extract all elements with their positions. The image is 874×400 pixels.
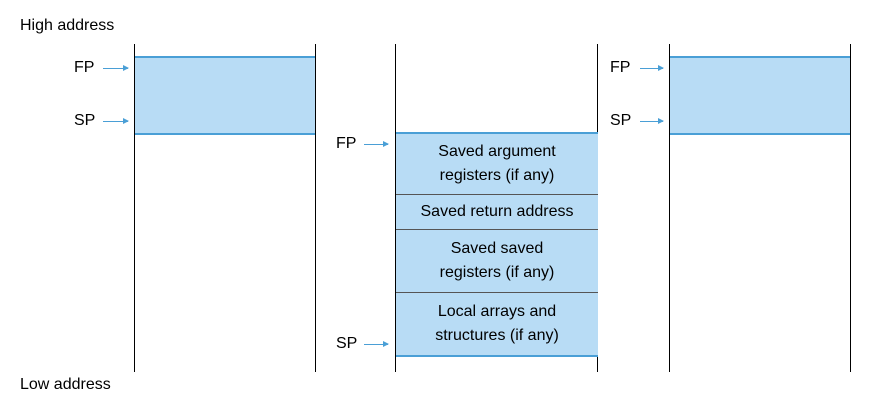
middle-fp-label: FP (336, 135, 357, 152)
right-sp-arrow (640, 118, 664, 124)
left-stack-frame (135, 56, 315, 135)
right-sp-label: SP (610, 112, 632, 129)
middle-sp-label: SP (336, 335, 358, 352)
local-arrays-cell: Local arrays and structures (if any) (396, 293, 598, 355)
local-arrays-text: Local arrays and structures (if any) (435, 303, 559, 344)
left-stack-left-wall (134, 44, 135, 372)
right-fp-arrow (640, 65, 664, 71)
saved-saved-registers-cell: Saved saved registers (if any) (396, 230, 598, 292)
middle-fp-arrow (364, 141, 389, 147)
middle-separator-1 (396, 194, 598, 195)
left-sp-arrow (103, 118, 129, 124)
saved-saved-registers-text: Saved saved registers (if any) (439, 240, 555, 281)
right-stack-right-wall (850, 44, 851, 372)
middle-stack-left-wall (395, 44, 396, 372)
saved-argument-registers-cell: Saved argument registers (if any) (396, 134, 598, 194)
left-fp-arrow (103, 65, 129, 71)
right-stack-frame (670, 56, 850, 135)
right-stack-left-wall (669, 44, 670, 372)
saved-return-address-cell: Saved return address (396, 195, 598, 229)
middle-separator-3 (396, 292, 598, 293)
middle-separator-2 (396, 229, 598, 230)
low-address-label: Low address (20, 376, 111, 393)
left-stack-right-wall (315, 44, 316, 372)
high-address-label: High address (20, 17, 115, 34)
middle-sp-arrow (364, 341, 389, 347)
left-fp-label: FP (74, 59, 95, 76)
saved-argument-registers-text: Saved argument registers (if any) (438, 143, 556, 184)
right-fp-label: FP (610, 59, 631, 76)
middle-stack-top-edge (396, 132, 598, 134)
saved-return-address-text: Saved return address (420, 203, 574, 220)
left-sp-label: SP (74, 112, 96, 129)
middle-stack-bottom-edge (396, 355, 598, 357)
